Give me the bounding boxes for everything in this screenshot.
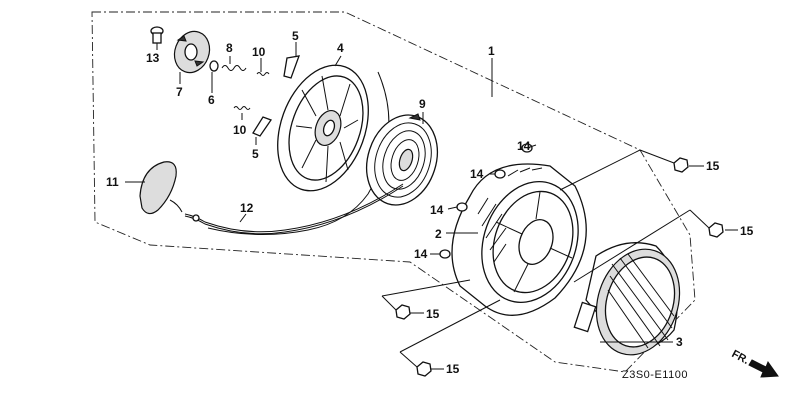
- callout-2: 2: [435, 227, 442, 241]
- callout-3: 3: [676, 335, 683, 349]
- pawl-spring-part-10a: [256, 72, 270, 76]
- callout-1: 1: [488, 44, 495, 58]
- callout-14d: 14: [414, 247, 428, 261]
- diagram-code: Z3S0-E1100: [622, 369, 688, 381]
- callout-4: 4: [337, 41, 344, 55]
- starter-grip-part-11: [139, 161, 183, 215]
- callout-15c: 15: [426, 307, 440, 321]
- starter-case-part-2: [451, 163, 587, 316]
- callout-5b: 5: [252, 147, 259, 161]
- callout-13: 13: [146, 51, 160, 65]
- callout-10b: 10: [233, 123, 247, 137]
- leader-lines: [125, 42, 738, 370]
- front-direction-label: FR.: [730, 348, 751, 367]
- callout-15b: 15: [740, 224, 754, 238]
- nut-part-15c: [395, 304, 411, 320]
- ratchet-part-7: [173, 30, 211, 74]
- callout-10a: 10: [252, 45, 266, 59]
- arrow-icon: [748, 359, 779, 378]
- callout-14c: 14: [430, 203, 444, 217]
- washer-part-14b: [494, 169, 506, 179]
- bolt-part-13: [150, 26, 164, 44]
- pawl-part-5a: [283, 55, 300, 79]
- starter-screen-part-3: [573, 242, 681, 356]
- callout-11: 11: [106, 175, 119, 189]
- starter-rope-part-12: [184, 183, 404, 235]
- callout-15d: 15: [446, 362, 460, 376]
- callout-14a: 14: [517, 139, 531, 153]
- callout-15a: 15: [706, 159, 720, 173]
- washer-part-14d: [439, 249, 451, 259]
- front-direction-arrow: FR.: [730, 348, 779, 378]
- washer-part-6: [209, 60, 219, 72]
- pawl-spring-part-10b: [233, 106, 251, 110]
- callout-14b: 14: [470, 167, 484, 181]
- pawl-part-5b: [252, 116, 273, 137]
- nut-part-15a: [673, 157, 689, 173]
- washer-part-14c: [456, 202, 468, 212]
- nut-part-15b: [708, 222, 724, 238]
- nut-part-15d: [416, 361, 432, 377]
- callout-7: 7: [176, 85, 183, 99]
- spring-part-8: [221, 65, 247, 71]
- recoil-spring-part-9: [366, 113, 438, 206]
- callout-12: 12: [240, 201, 254, 215]
- callout-8: 8: [226, 41, 233, 55]
- callout-6: 6: [208, 93, 215, 107]
- callout-9: 9: [419, 97, 426, 111]
- callout-5a: 5: [292, 29, 299, 43]
- reel-part-4: [277, 64, 369, 192]
